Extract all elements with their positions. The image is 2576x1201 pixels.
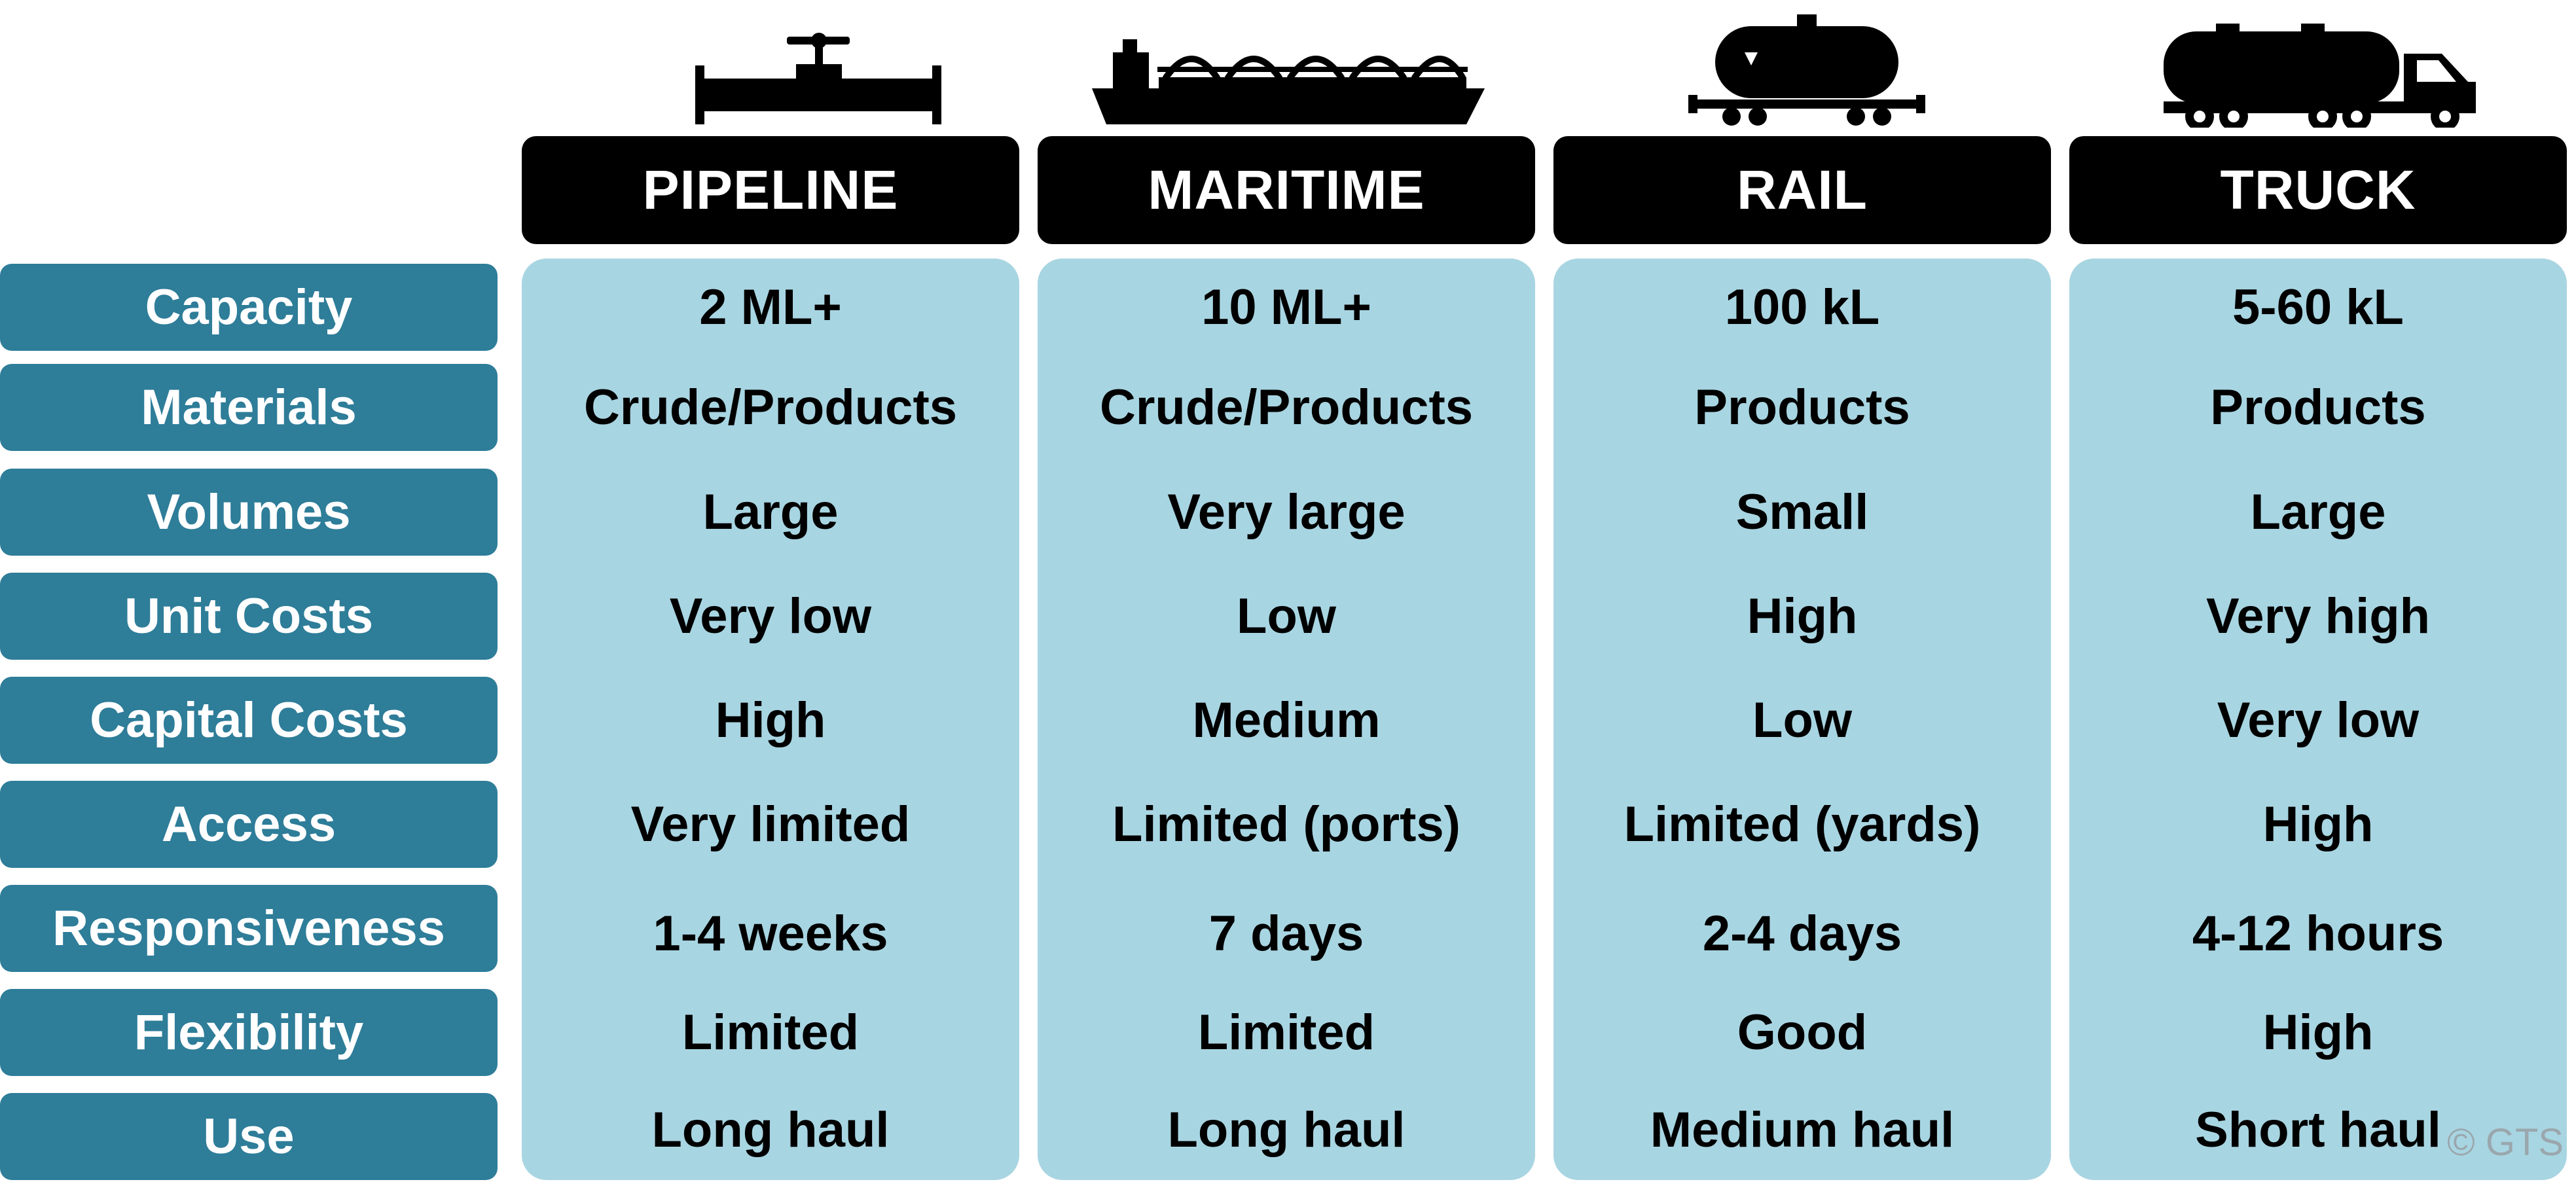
cell-maritime-use: Long haul (1167, 1102, 1406, 1158)
cell-rail-unit-costs: High (1747, 588, 1858, 644)
cell-maritime-flexibility: Limited (1197, 1005, 1375, 1060)
cell-truck-responsiveness: 4-12 hours (2192, 906, 2444, 961)
cell-maritime-access: Limited (ports) (1112, 797, 1460, 852)
cell-pipeline-volumes: Large (702, 484, 839, 540)
copyright-notice: © GTS (2447, 1120, 2564, 1164)
cell-pipeline-responsiveness: 1-4 weeks (653, 906, 888, 961)
cell-rail-capacity: 100 kL (1724, 279, 1880, 335)
cell-rail-use: Medium haul (1650, 1102, 1955, 1158)
row-label-flexibility: Flexibility (0, 989, 498, 1076)
row-label-use: Use (0, 1093, 498, 1180)
tanker-truck-icon (2160, 13, 2481, 128)
cell-pipeline-use: Long haul (651, 1102, 890, 1158)
cell-rail-access: Limited (yards) (1624, 797, 1981, 852)
cell-rail-responsiveness: 2-4 days (1702, 906, 1902, 961)
cell-maritime-capacity: 10 ML+ (1201, 279, 1371, 335)
row-label-capacity: Capacity (0, 264, 498, 351)
cell-truck-unit-costs: Very high (2205, 588, 2431, 644)
row-label-volumes: Volumes (0, 469, 498, 556)
row-label-access: Access (0, 781, 498, 868)
cell-maritime-unit-costs: Low (1237, 588, 1336, 644)
cell-truck-capacity: 5-60 kL (2232, 279, 2404, 335)
cell-truck-flexibility: High (2262, 1005, 2374, 1060)
column-panel-rail (1553, 259, 2051, 1180)
row-label-unit-costs: Unit Costs (0, 573, 498, 660)
column-panel-truck (2069, 259, 2567, 1180)
column-header-truck: TRUCK (2069, 136, 2567, 244)
cell-truck-volumes: Large (2250, 484, 2386, 540)
cell-rail-materials: Products (1694, 380, 1910, 435)
column-panel-pipeline (522, 259, 1019, 1180)
row-label-capital-costs: Capital Costs (0, 677, 498, 764)
cell-pipeline-materials: Crude/Products (583, 380, 958, 435)
cell-maritime-volumes: Very large (1167, 484, 1406, 540)
column-header-maritime: MARITIME (1038, 136, 1535, 244)
pipeline-icon (681, 13, 956, 128)
column-panel-maritime (1038, 259, 1535, 1180)
rail-tank-car-icon (1686, 13, 1928, 128)
column-header-rail: RAIL (1553, 136, 2051, 244)
cell-maritime-capital-costs: Medium (1192, 692, 1381, 748)
cell-pipeline-capacity: 2 ML+ (699, 279, 842, 335)
cell-maritime-materials: Crude/Products (1099, 380, 1474, 435)
cell-rail-volumes: Small (1735, 484, 1869, 540)
tanker-ship-icon (1087, 13, 1499, 128)
cell-truck-capital-costs: Very low (2217, 692, 2420, 748)
cell-truck-materials: Products (2210, 380, 2426, 435)
cell-pipeline-capital-costs: High (715, 692, 826, 748)
cell-maritime-responsiveness: 7 days (1208, 906, 1364, 961)
column-header-pipeline: PIPELINE (522, 136, 1019, 244)
cell-pipeline-unit-costs: Very low (669, 588, 872, 644)
cell-truck-access: High (2262, 797, 2374, 852)
cell-truck-use: Short haul (2195, 1102, 2441, 1158)
cell-rail-capital-costs: Low (1752, 692, 1852, 748)
cell-pipeline-access: Very limited (630, 797, 911, 852)
cell-pipeline-flexibility: Limited (681, 1005, 860, 1060)
row-label-materials: Materials (0, 364, 498, 451)
cell-rail-flexibility: Good (1737, 1005, 1868, 1060)
row-label-responsiveness: Responsiveness (0, 885, 498, 972)
